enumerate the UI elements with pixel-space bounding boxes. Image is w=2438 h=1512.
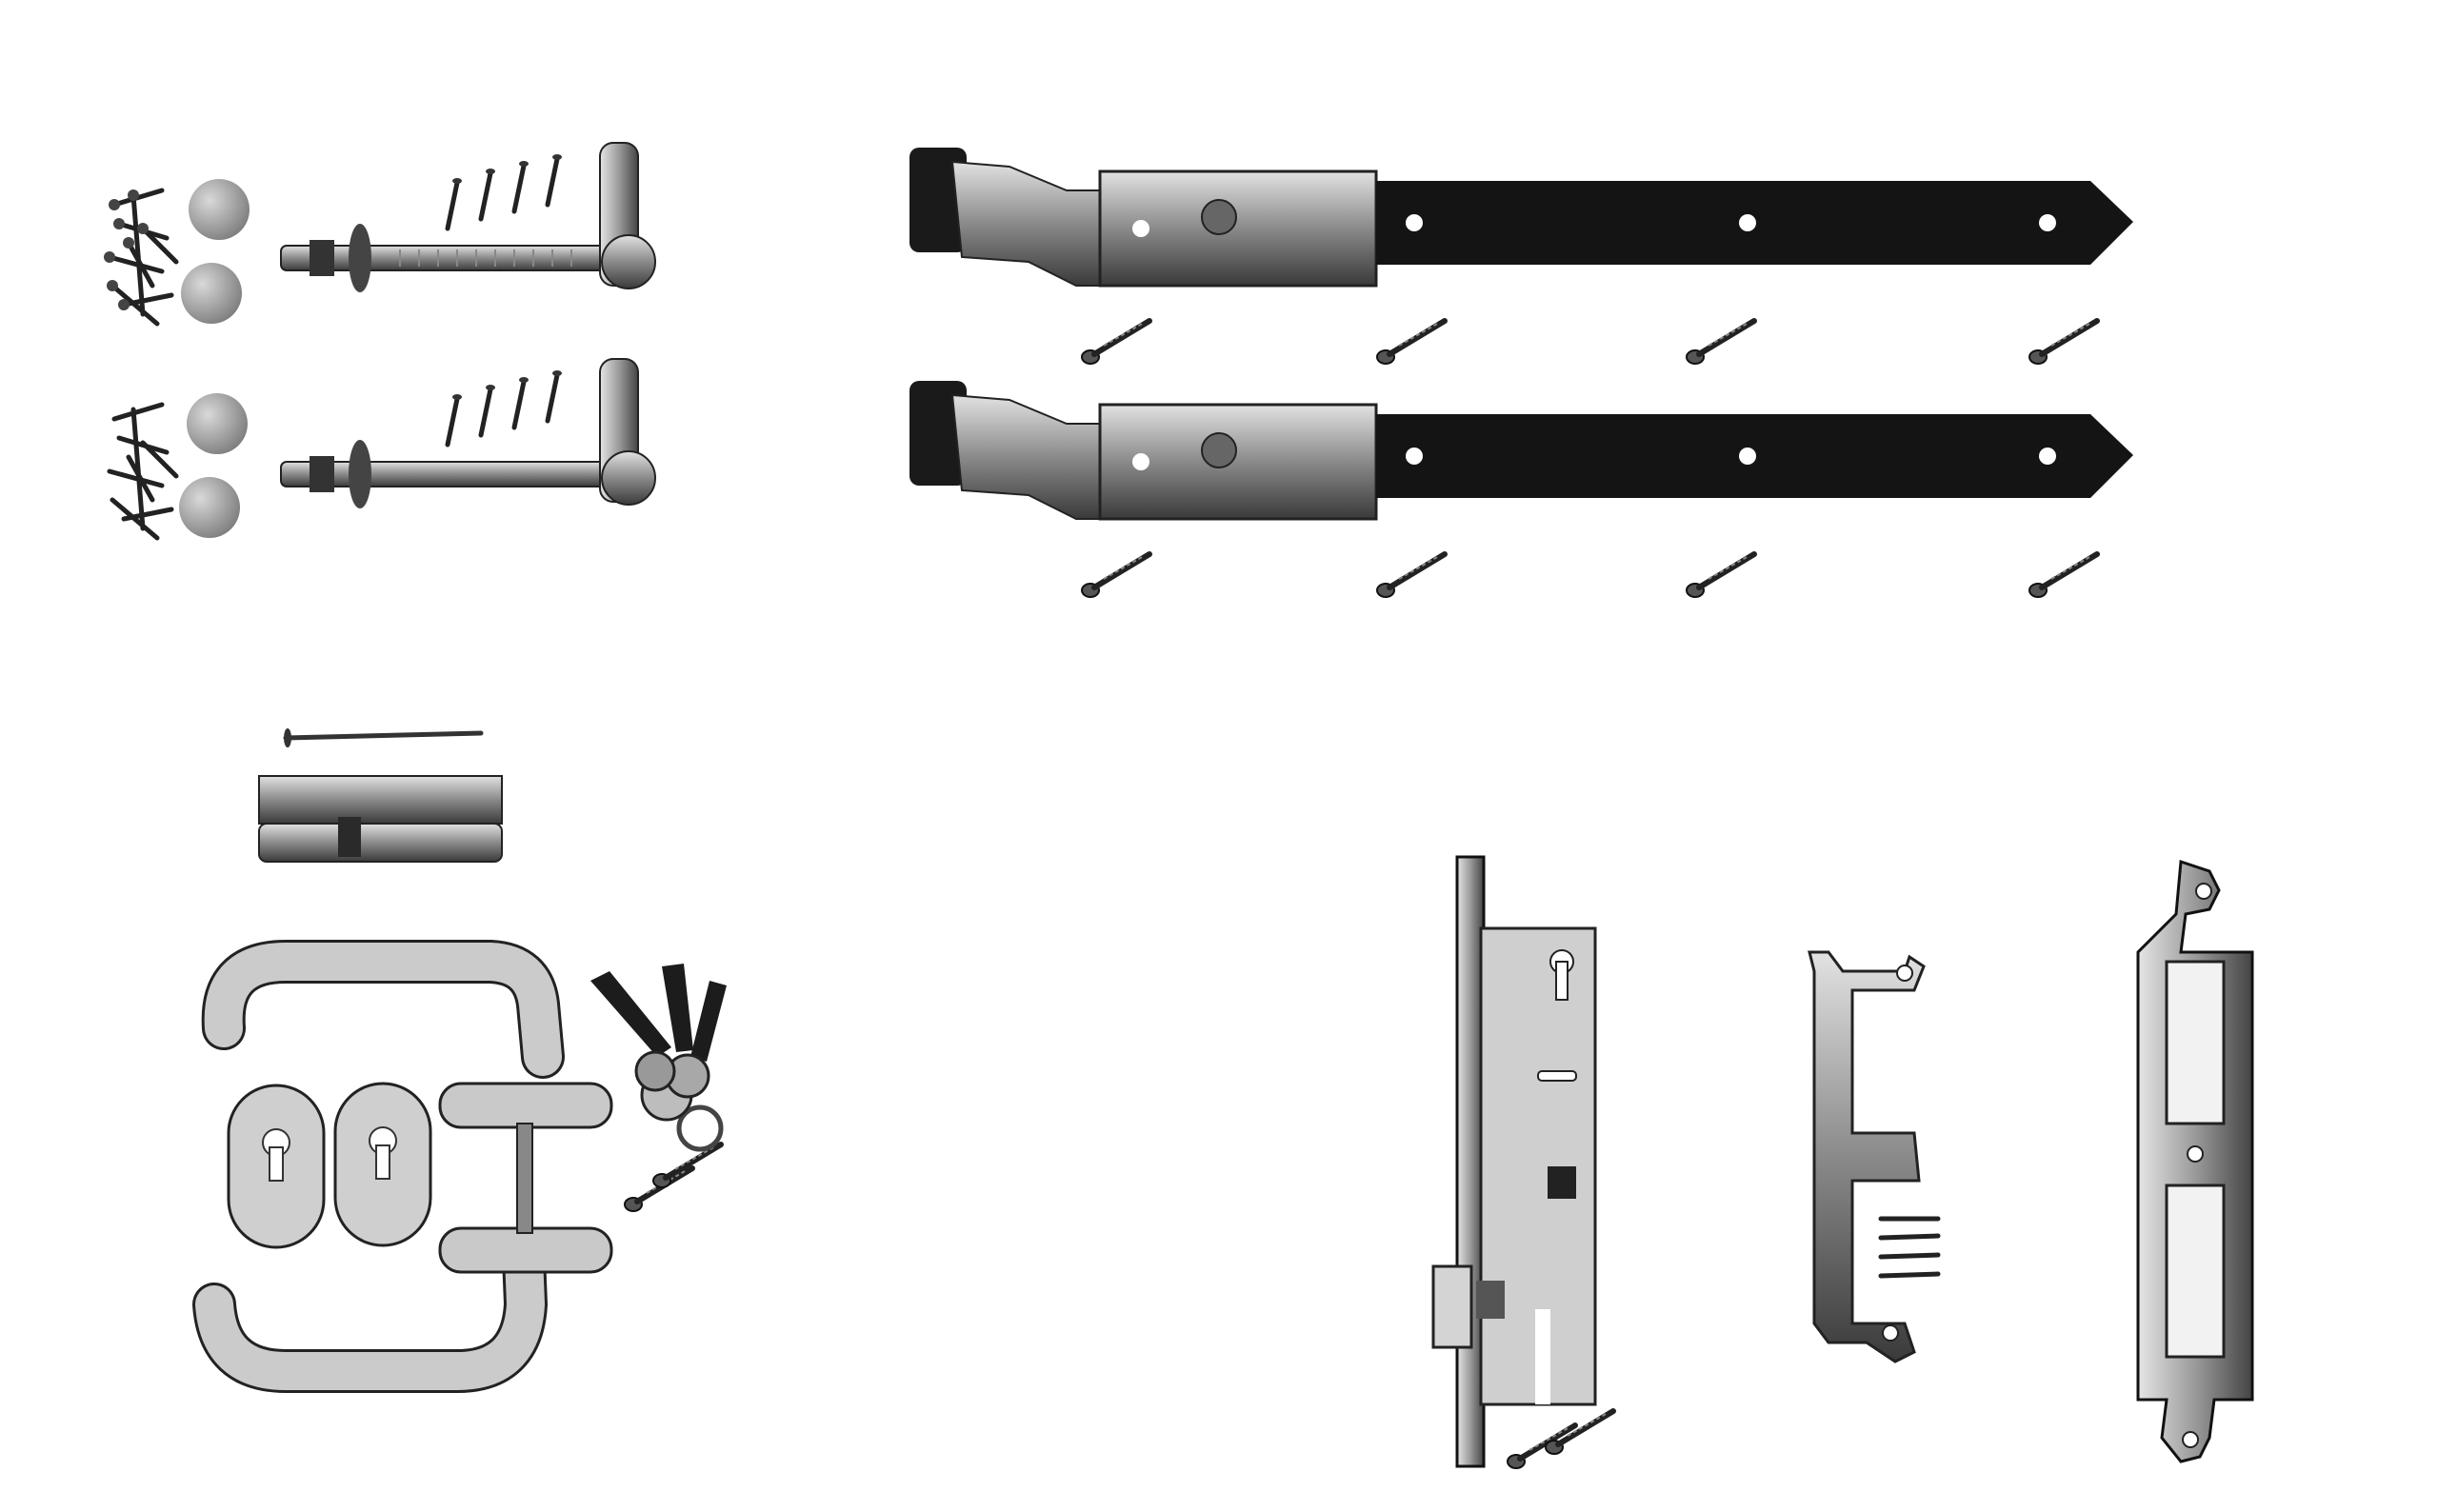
strike-bracket	[1808, 950, 1941, 1363]
lever-handle-set	[192, 940, 721, 1393]
strike-plate-long	[2136, 859, 2254, 1463]
cover-caps-second	[179, 393, 248, 538]
mortise-lock	[1431, 855, 1613, 1468]
cover-caps-top	[181, 179, 250, 324]
screw-pile-second	[107, 402, 179, 541]
gate-pin-second	[280, 358, 656, 508]
gate-pin-top	[280, 142, 656, 292]
screw-pile-top-left	[104, 188, 179, 327]
cylinder-lock	[258, 728, 503, 863]
strap-hinge-second	[909, 381, 2133, 597]
key-bundle	[590, 964, 727, 1152]
strap-hinge-top	[909, 148, 2133, 364]
